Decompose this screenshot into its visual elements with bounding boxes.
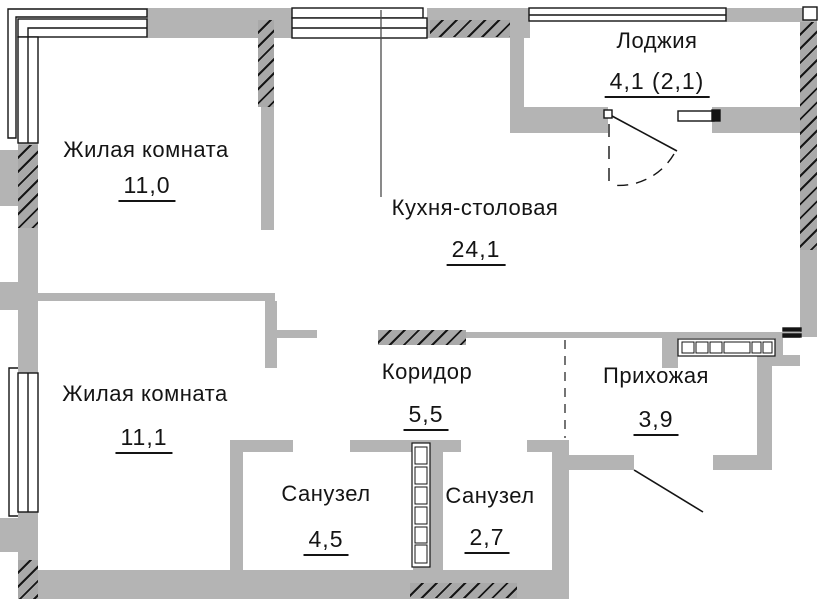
outer-wall-tab [0,518,18,552]
area-value: 11,1 [115,424,173,454]
vent-cell [751,341,762,354]
hall-bottom-wall [713,455,772,470]
wall-between-bathrooms [430,443,443,570]
window-outer-band [8,367,18,517]
outer-wall-tab [0,150,18,206]
room-area-living2: 11,1 [115,424,173,454]
room-area-loggia: 4,1 (2,1) [604,68,710,98]
window [17,372,39,513]
shaft-cell [414,526,428,544]
bathroom2-right-wall [552,452,569,570]
room-name-loggia: Лоджия [616,28,698,53]
window-outer-band [291,7,424,19]
vent-cell [723,341,751,354]
bathroom-top-wall [230,440,293,452]
loggia-door-sidelight [677,110,715,122]
shaft-cell [414,544,428,564]
area-value: 24,1 [446,236,506,266]
room-name-bathroom2: Санузел [445,483,535,508]
inner-wall-between-living-rooms [35,293,275,301]
load-bearing-wall-hatched [18,145,38,228]
loggia-bottom-wall [510,107,608,133]
corridor-top-wall [466,332,800,338]
window [17,18,148,38]
inner-wall-living2 [265,301,277,368]
room-area-hall: 3,9 [633,406,679,436]
outer-wall-tab [0,282,18,310]
hall-right-wall [757,366,772,470]
room-name-bathroom1: Санузел [281,481,371,506]
area-value: 3,9 [633,406,679,436]
shaft-cell [414,506,428,525]
vent-cell [709,341,723,354]
shaft-cell [414,486,428,505]
door-leaf [611,115,678,152]
load-bearing-wall-hatched [430,20,510,37]
load-bearing-wall-hatched [378,330,466,345]
hall-wall-piece [775,338,783,357]
entrance-wall-piece [757,355,800,366]
room-area-living1: 11,0 [118,172,176,202]
vent-cell [695,341,709,354]
window-outer-band [7,8,148,139]
room-name-living1: Жилая комната [63,137,229,162]
loggia-bottom-wall [712,107,800,133]
window [17,36,39,144]
area-value: 11,0 [118,172,176,202]
room-area-corridor: 5,5 [403,401,449,431]
hall-wall-piece [662,338,678,368]
load-bearing-wall-hatched [410,583,517,598]
plumbing-shaft [411,442,431,568]
room-area-kitchen: 24,1 [446,236,506,266]
bathroom-top-wall [527,440,569,452]
loggia-glazing [528,7,727,22]
vent-cell [681,341,695,354]
entrance-door-bar [782,327,802,332]
load-bearing-wall-hatched [800,22,817,250]
vent-shaft [677,338,776,357]
room-name-kitchen: Кухня-столовая [391,195,559,220]
window [291,17,428,39]
corridor-top-wall [272,330,317,338]
area-value: 5,5 [403,401,449,431]
area-value: 4,5 [303,526,349,556]
bathroom-top-wall [350,440,461,452]
load-bearing-wall-hatched [18,560,38,599]
room-area-bathroom2: 2,7 [464,524,510,554]
loggia-left-wall [510,20,524,133]
bathroom1-left-wall [230,452,243,570]
area-value: 2,7 [464,524,510,554]
load-bearing-wall-hatched [258,20,274,107]
area-value: 4,1 (2,1) [604,68,710,98]
door-swing-arc [610,153,675,187]
room-name-living2: Жилая комната [62,381,228,406]
room-name-corridor: Коридор [381,359,473,384]
window-midline [27,27,147,143]
hall-bottom-wall [552,455,634,470]
vent-cell [762,341,773,354]
room-name-hall: Прихожая [603,363,709,388]
entrance-opening-line [633,469,704,513]
outer-wall-top [726,8,817,22]
shaft-cell [414,466,428,485]
room-area-bathroom1: 4,5 [303,526,349,556]
